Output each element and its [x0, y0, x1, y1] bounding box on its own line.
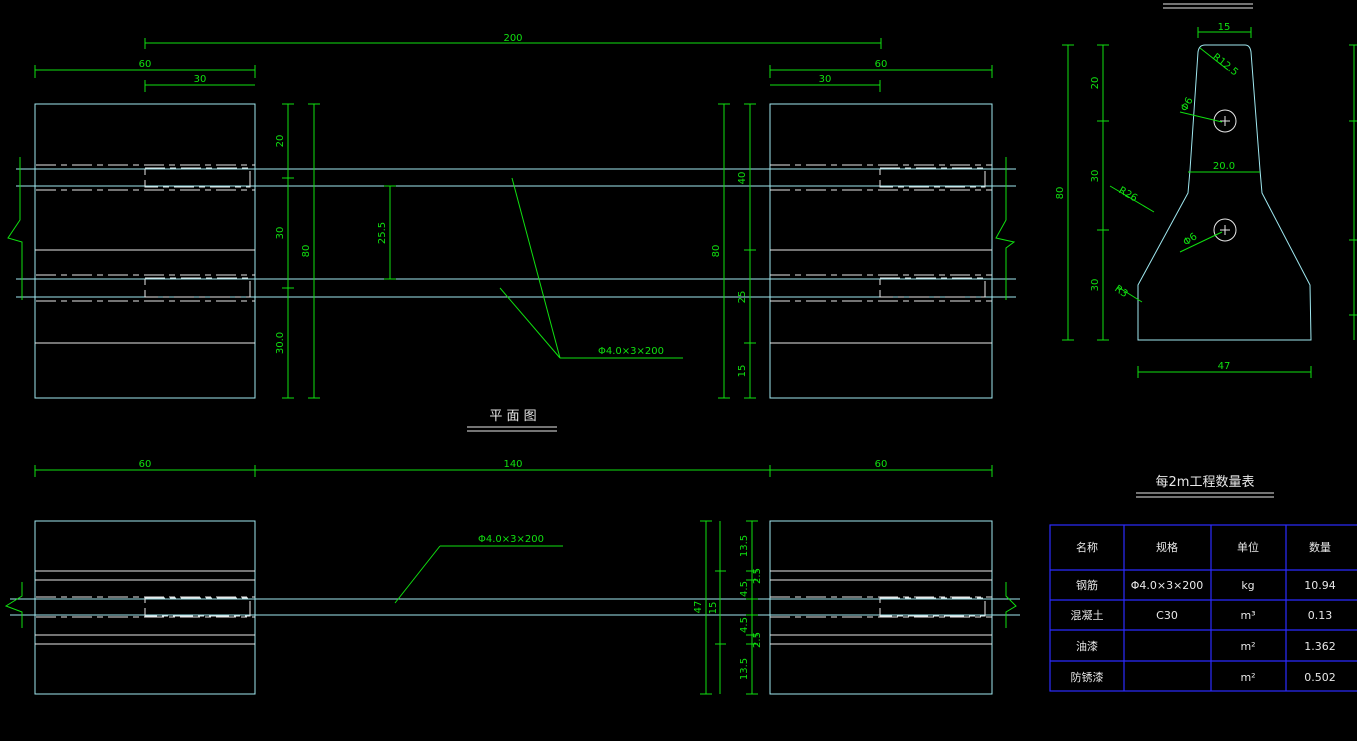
- table-title: 每2m工程数量表: [1156, 474, 1255, 490]
- section-hole-lower-label: Φ6: [1181, 231, 1199, 248]
- plan-dim-right-b: 25: [737, 291, 748, 304]
- elevation-view: 60 140 60 Φ4.0×3×200 47 15 13.5 2.5 4.5 …: [4, 459, 1020, 695]
- quantity-table: 每2m工程数量表 名称 规格 单位 数量 钢筋 Φ4.0×3×200 kg 10…: [1049, 474, 1357, 692]
- plan-view: 200 60 30 60 30 20 30 30.0 80 25.5: [7, 33, 1016, 432]
- section-hole-upper: [1213, 109, 1237, 133]
- section-dim-bottom-width: 47: [1218, 361, 1231, 372]
- plan-dim-left-b: 30: [275, 227, 286, 240]
- section-radius-bottom: R3: [1112, 283, 1129, 300]
- elev-dim-d: 15: [708, 602, 719, 615]
- elev-dim-left: 60: [139, 459, 152, 470]
- plan-dim-right-inner: 30: [819, 74, 832, 85]
- table-cell: kg: [1241, 579, 1254, 592]
- elev-dim-g: 13.5: [739, 658, 750, 680]
- elev-dim-b: 2.5: [752, 568, 763, 584]
- table-cell: C30: [1156, 609, 1178, 622]
- section-radius-top: R12.5: [1210, 52, 1240, 79]
- plan-dim-right-c: 15: [737, 365, 748, 378]
- table-cell: 油漆: [1076, 639, 1098, 653]
- plan-dim-left-inner: 30: [194, 74, 207, 85]
- section-dim-total-height: 80: [1055, 187, 1066, 200]
- elev-dim-f: 2.5: [752, 632, 763, 648]
- elev-left-block: [34, 520, 256, 695]
- section-dim-b: 30: [1090, 170, 1101, 183]
- table-cell: 1.362: [1304, 640, 1336, 653]
- table-header-unit: 单位: [1237, 540, 1259, 554]
- plan-dim-right-total: 80: [711, 245, 722, 258]
- elev-rebar-label: Φ4.0×3×200: [478, 534, 544, 545]
- section-dim-a: 20: [1090, 77, 1101, 90]
- table-cell: m²: [1240, 640, 1255, 653]
- table-cell: Φ4.0×3×200: [1131, 579, 1204, 592]
- elev-dim-e: 4.5: [739, 617, 750, 633]
- table-cell: 0.502: [1304, 671, 1336, 684]
- table-header-name: 名称: [1076, 540, 1098, 554]
- elev-dim-total: 47: [693, 601, 704, 614]
- elev-dim-c: 4.5: [739, 581, 750, 597]
- plan-dim-right-a: 40: [737, 172, 748, 185]
- table-cell: 0.13: [1308, 609, 1333, 622]
- section-hole-upper-label: Φ6: [1179, 96, 1196, 114]
- plan-dim-right-width: 60: [875, 59, 888, 70]
- elev-right-block: [769, 520, 993, 695]
- table-cell: 防锈漆: [1071, 670, 1104, 684]
- plan-dim-left-a: 20: [275, 135, 286, 148]
- elev-dim-a: 13.5: [739, 535, 750, 557]
- section-hole-lower: [1213, 218, 1237, 242]
- table-cell: 钢筋: [1076, 578, 1098, 592]
- table-header-qty: 数量: [1309, 541, 1331, 554]
- plan-left-block: [34, 103, 256, 399]
- plan-dim-overall: 200: [503, 33, 522, 44]
- table-header-spec: 规格: [1156, 540, 1178, 554]
- table-cell: m³: [1240, 609, 1255, 622]
- cross-section-view: 15 R12.5 20.0 Φ6 Φ6 R26 R3 80 20 30 30: [1055, 3, 1357, 378]
- section-dim-top-width: 15: [1218, 22, 1231, 33]
- table-cell: 混凝土: [1071, 608, 1104, 622]
- table-cell: 10.94: [1304, 579, 1336, 592]
- section-dim-mid-width: 20.0: [1213, 161, 1235, 172]
- plan-right-block: [769, 103, 993, 399]
- section-outline: [1137, 44, 1312, 341]
- plan-dim-gap: 25.5: [377, 222, 388, 244]
- plan-rebar-label: Φ4.0×3×200: [598, 346, 664, 357]
- plan-dim-left-width: 60: [139, 59, 152, 70]
- elev-dim-right: 60: [875, 459, 888, 470]
- plan-dim-left-total: 80: [301, 245, 312, 258]
- plan-dim-left-c: 30.0: [275, 332, 286, 354]
- section-dim-c: 30: [1090, 279, 1101, 292]
- plan-title: 平 面 图: [489, 409, 536, 424]
- table-cell: m²: [1240, 671, 1255, 684]
- elev-dim-mid: 140: [503, 459, 522, 470]
